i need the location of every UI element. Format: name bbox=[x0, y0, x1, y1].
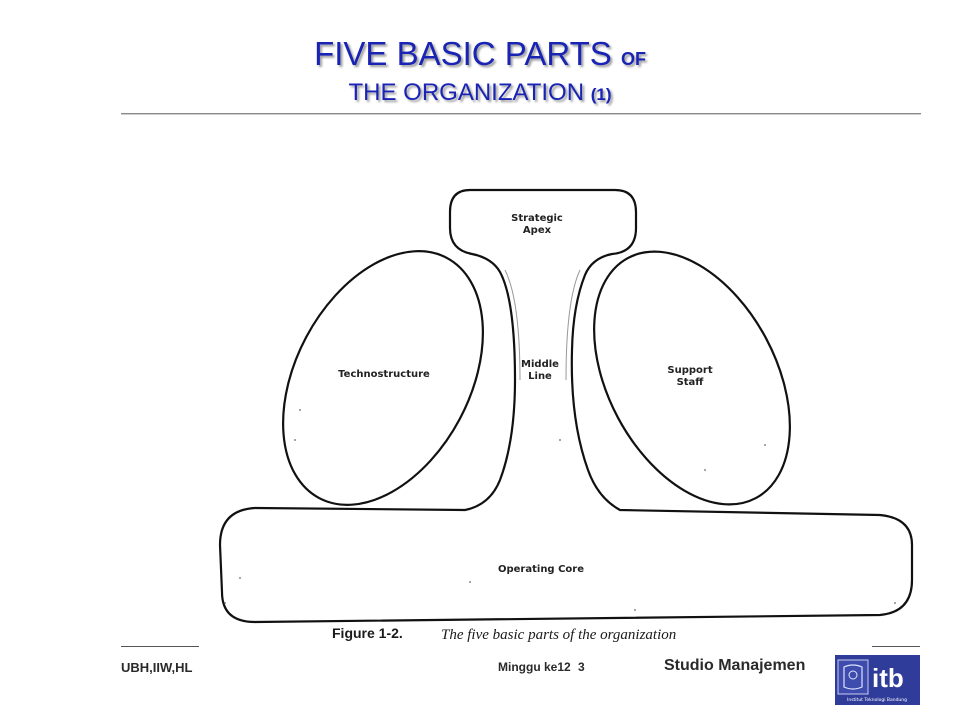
footer-center: Minggu ke12 3 bbox=[498, 660, 585, 674]
footer-left: UBH,IIW,HL bbox=[121, 660, 193, 675]
technostructure-ellipse bbox=[282, 250, 484, 506]
figure-number: Figure 1-2. bbox=[332, 625, 403, 641]
itb-logo: itb Institut Teknologi Bandung bbox=[835, 655, 920, 705]
footer-line-right bbox=[872, 646, 920, 647]
title-line2: THE ORGANIZATION bbox=[348, 79, 585, 106]
itb-logo-icon: itb Institut Teknologi Bandung bbox=[837, 659, 907, 703]
label-technostructure: Technostructure bbox=[338, 369, 430, 380]
label-strategic: Strategic bbox=[511, 213, 563, 224]
label-middle: Middle bbox=[521, 359, 559, 370]
title-line2-small: (1) bbox=[590, 85, 612, 104]
footer-week: Minggu ke12 bbox=[498, 660, 571, 674]
figure-caption: The five basic parts of the organization bbox=[441, 627, 676, 643]
footer-line-left bbox=[121, 646, 199, 647]
logo-text: Institut Teknologi Bandung bbox=[847, 697, 907, 703]
footer-page-number: 3 bbox=[578, 660, 585, 674]
label-operating-core: Operating Core bbox=[498, 564, 584, 575]
footer-right: Studio Manajemen bbox=[664, 657, 806, 674]
label-staff: Staff bbox=[677, 377, 705, 388]
label-apex: Apex bbox=[523, 225, 552, 236]
title-divider bbox=[121, 113, 921, 115]
support-staff-ellipse bbox=[593, 250, 791, 506]
title-line1: FIVE BASIC PARTS bbox=[314, 35, 612, 72]
label-support: Support bbox=[667, 365, 712, 376]
label-line: Line bbox=[528, 371, 552, 382]
slide-title: FIVE BASIC PARTS OF THE ORGANIZATION (1) bbox=[240, 34, 720, 109]
svg-text:itb: itb bbox=[872, 663, 904, 693]
apex-middle-core-outline bbox=[218, 188, 914, 624]
title-line1-small: OF bbox=[620, 49, 646, 69]
